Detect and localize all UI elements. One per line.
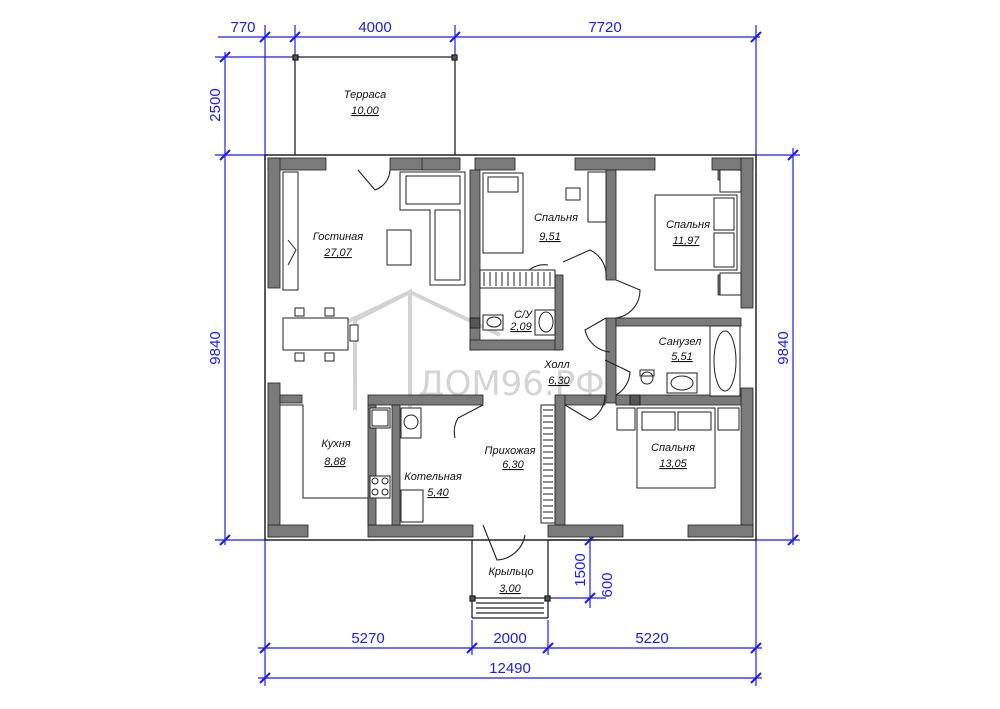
room-area-bedroom-2: 11,97 xyxy=(673,235,701,247)
boiler-cabinet xyxy=(400,489,424,523)
bathtub xyxy=(709,325,741,397)
room-name-entrance: Прихожая xyxy=(484,445,535,457)
dim-bottom-5270: 5270 xyxy=(351,630,384,647)
room-name-hall: Холл xyxy=(543,359,569,371)
room-area-kitchen: 8,88 xyxy=(324,456,346,468)
toilet-2 xyxy=(640,371,654,385)
bed-1 xyxy=(482,172,524,254)
stove xyxy=(369,475,391,499)
room-area-porch: 3,00 xyxy=(499,583,521,595)
terrace-outline xyxy=(292,54,458,155)
room-area-hall: 6,30 xyxy=(548,375,570,387)
dimension-labels: 770 4000 7720 2500 9840 9840 1500 600 52… xyxy=(207,19,792,677)
furniture xyxy=(280,169,742,525)
door-bedroom-3 xyxy=(564,394,606,421)
dim-porch-1500: 1500 xyxy=(572,553,589,586)
dim-bottom-5220: 5220 xyxy=(635,630,668,647)
dim-top-7720: 7720 xyxy=(588,19,621,36)
dim-total-12490: 12490 xyxy=(489,660,531,677)
dimension-lines xyxy=(215,25,800,686)
dim-top-4000: 4000 xyxy=(358,19,391,36)
dining-table xyxy=(282,317,349,351)
door-boiler xyxy=(453,404,484,439)
dim-right-9840: 9840 xyxy=(775,331,792,364)
porch-outline xyxy=(469,540,551,619)
room-area-bedroom-1: 9,51 xyxy=(539,231,560,243)
watermark-house-icon xyxy=(353,288,412,410)
dim-porch-600: 600 xyxy=(599,572,616,597)
dim-bottom-2000: 2000 xyxy=(493,630,526,647)
kitchen-sink xyxy=(369,407,391,429)
dim-left-2500: 2500 xyxy=(207,88,224,121)
room-area-boiler: 5,40 xyxy=(427,487,449,499)
wc-sink xyxy=(538,311,554,333)
dim-top-770: 770 xyxy=(230,19,255,36)
boiler xyxy=(400,407,422,439)
door-terrace xyxy=(357,169,391,191)
room-name-kitchen: Кухня xyxy=(321,438,350,450)
tv-stand xyxy=(282,171,299,291)
wardrobe-1 xyxy=(479,269,556,289)
room-name-bedroom-1: Спальня xyxy=(534,212,578,224)
door-entrance xyxy=(482,524,526,561)
door-bathroom xyxy=(584,317,611,353)
room-name-porch: Крыльцо xyxy=(488,566,533,578)
room-labels: Терраса 10,00 Гостиная 27,07 Спальня 9,5… xyxy=(313,89,710,595)
dim-left-9840: 9840 xyxy=(207,331,224,364)
room-name-wc: С/У xyxy=(514,309,533,321)
room-area-wc: 2,09 xyxy=(509,321,531,333)
kitchen-counter xyxy=(280,404,369,525)
door-sanuzel xyxy=(604,359,631,396)
room-name-boiler: Котельная xyxy=(404,471,462,483)
bed-3 xyxy=(636,407,716,489)
room-name-sanuzel: Санузел xyxy=(659,336,702,348)
door-bedroom-2 xyxy=(615,279,641,319)
door-bedroom-1 xyxy=(562,249,607,279)
room-area-terrace: 10,00 xyxy=(351,105,379,117)
room-area-bedroom-3: 13,05 xyxy=(659,458,687,470)
room-area-living: 27,07 xyxy=(323,247,352,259)
room-name-living: Гостиная xyxy=(313,231,363,243)
room-area-entrance: 6,30 xyxy=(502,459,524,471)
sofa xyxy=(399,171,466,286)
coffee-table xyxy=(386,229,412,266)
desk-1 xyxy=(587,171,607,223)
room-area-sanuzel: 5,51 xyxy=(671,351,692,363)
room-name-bedroom-2: Спальня xyxy=(666,219,710,231)
house-contour xyxy=(264,154,757,541)
room-name-bedroom-3: Спальня xyxy=(651,442,695,454)
room-name-terrace: Терраса xyxy=(344,89,386,101)
